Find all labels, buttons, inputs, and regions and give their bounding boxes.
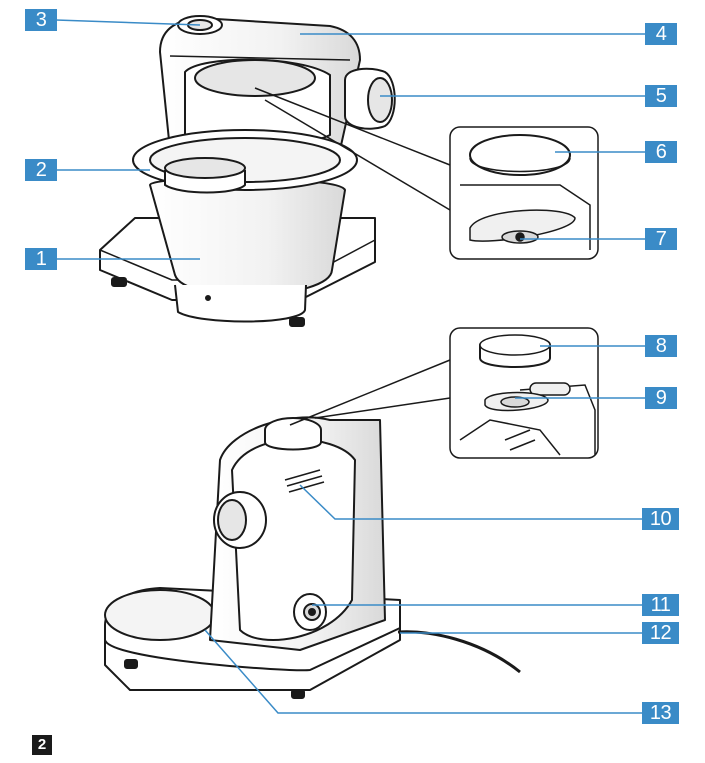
callout-13: 13: [642, 702, 679, 724]
drive-cap-inset-bottom: [449, 327, 599, 459]
callout-1: 1: [25, 248, 57, 270]
kitchen-machine-front-view: [99, 15, 396, 327]
callout-4: 4: [645, 23, 677, 45]
vent-slots: [284, 469, 325, 493]
callout-3: 3: [25, 9, 57, 31]
callout-8: 8: [645, 335, 677, 357]
figure-number: 2: [32, 735, 52, 755]
callout-2: 2: [25, 159, 57, 181]
callout-6: 6: [645, 141, 677, 163]
drive-socket: [469, 209, 576, 242]
drive-cover-lid: [469, 134, 571, 176]
callout-5: 5: [645, 85, 677, 107]
callout-10: 10: [642, 508, 679, 530]
mixing-bowl: [149, 177, 346, 297]
kitchen-machine-side-view: [104, 416, 521, 699]
callout-12: 12: [642, 622, 679, 644]
drive-cover-inset-top: [449, 126, 599, 260]
leader-line-13: [204, 629, 645, 714]
callout-11: 11: [642, 594, 679, 616]
leader-lines: [55, 19, 645, 714]
power-cord: [397, 630, 521, 674]
leader-line-10: [299, 484, 645, 520]
callout-9: 9: [645, 387, 677, 409]
leader-line-3: [55, 19, 201, 26]
callout-7: 7: [645, 228, 677, 250]
